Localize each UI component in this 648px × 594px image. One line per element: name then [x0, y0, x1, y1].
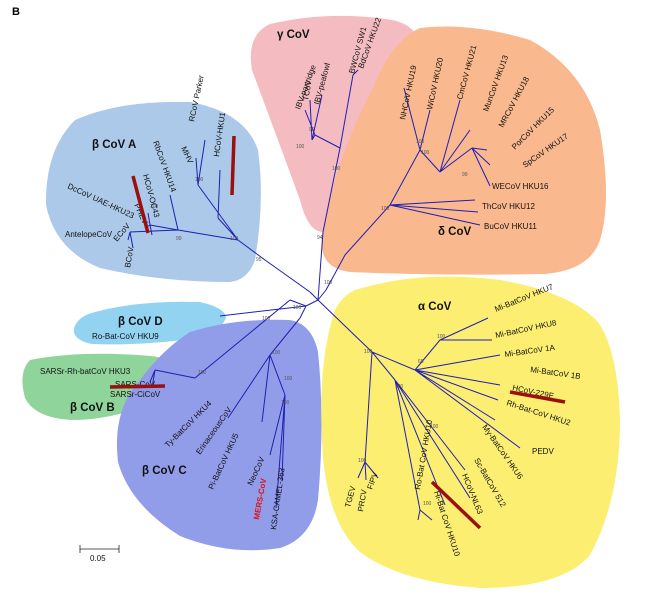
clade-region-alpha — [321, 276, 620, 588]
bootstrap-label: 100 — [198, 370, 207, 376]
leaf-label: ThCoV HKU12 — [482, 202, 535, 211]
clade-label-beta-a: β CoV A — [92, 139, 136, 151]
clade-label-beta-d: β CoV D — [118, 316, 163, 328]
bootstrap-label: 100 — [358, 458, 367, 464]
bootstrap-label: 100 — [150, 204, 159, 210]
bootstrap-label: 100 — [195, 177, 204, 183]
bootstrap-label: 100 — [284, 376, 293, 382]
gamma-branches — [304, 69, 359, 301]
leaf-label: TCoV — [301, 79, 314, 101]
bootstrap-values: 100 99 100 94 100 99 100 100 99 100 100 … — [150, 127, 468, 507]
highlight-mark — [430, 480, 482, 530]
clade-label-delta: δ CoV — [438, 226, 471, 238]
bootstrap-label: 100 — [262, 316, 271, 322]
leaf-label: BCoV — [123, 246, 136, 269]
bootstrap-label: 100 — [423, 501, 432, 507]
bootstrap-label: 100 — [421, 150, 430, 156]
clade-region-beta-a — [45, 101, 261, 283]
bootstrap-label: 99 — [176, 236, 182, 242]
clade-label-beta-c: β CoV C — [142, 465, 187, 477]
clade-label-beta-b: β CoV B — [70, 402, 115, 414]
scale-bar: 0.05 — [79, 545, 120, 563]
alpha-branches — [317, 299, 521, 521]
leaf-label: AntelopeCoV — [65, 230, 113, 239]
leaf-label: SARSr-CiCoV — [110, 390, 161, 399]
bootstrap-label: 100 — [364, 349, 373, 355]
bootstrap-label: 65 — [418, 359, 424, 365]
leaf-label: SARS-CoV — [115, 380, 156, 389]
bootstrap-label: 99 — [309, 127, 315, 133]
beta-a-branches — [127, 139, 311, 293]
clade-region-delta — [321, 26, 606, 275]
bootstrap-label: 95 — [256, 257, 262, 263]
bootstrap-label: 100 — [293, 305, 302, 311]
bootstrap-label: 100 — [324, 280, 333, 286]
beta-d-branches — [219, 305, 307, 317]
bootstrap-label: 100 — [296, 144, 305, 150]
bootstrap-label: 100 — [281, 400, 290, 406]
root-branches — [289, 289, 327, 319]
delta-branches — [325, 87, 491, 291]
leaf-label: Ro-Bat-CoV HKU9 — [92, 332, 159, 341]
tree-branches — [127, 69, 521, 521]
beta-b-branches — [149, 299, 291, 389]
bootstrap-label: 100 — [332, 166, 341, 172]
leaf-label: SARSr-Rh-batCoV HKU3 — [40, 367, 131, 376]
bootstrap-label: 100 — [395, 384, 404, 390]
bootstrap-label: 100 — [381, 206, 390, 212]
panel-letter: B — [12, 6, 20, 18]
human-cov-highlights — [109, 135, 566, 530]
beta-c-branches — [227, 317, 301, 509]
leaf-label: PEDV — [532, 447, 554, 456]
highlight-mark — [131, 175, 150, 234]
leaf-label: BuCoV HKU11 — [484, 222, 537, 231]
bootstrap-label: 100 — [230, 236, 239, 242]
bootstrap-label: 100 — [416, 139, 425, 145]
bootstrap-label: 100 — [437, 334, 446, 340]
bootstrap-label: 100 — [272, 350, 281, 356]
clade-region-gamma — [250, 15, 419, 233]
bootstrap-label: 100 — [430, 424, 439, 430]
scale-bar-label: 0.05 — [90, 554, 106, 563]
highlight-mark — [109, 384, 166, 389]
leaf-label: WECoV HKU16 — [492, 182, 549, 191]
bootstrap-label: 99 — [462, 172, 468, 178]
clade-region-beta-c — [116, 319, 322, 551]
highlight-mark — [509, 390, 566, 404]
bootstrap-label: 94 — [317, 235, 323, 241]
highlight-mark — [230, 135, 236, 196]
clade-label-alpha: α CoV — [418, 301, 452, 313]
leaf-label: PRCV — [356, 488, 369, 512]
clade-label-gamma: γ CoV — [277, 29, 310, 41]
